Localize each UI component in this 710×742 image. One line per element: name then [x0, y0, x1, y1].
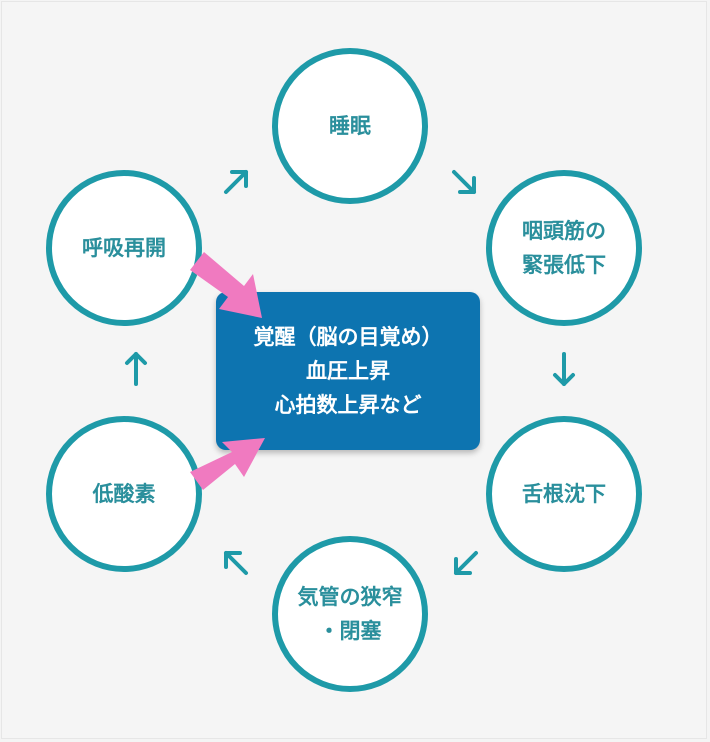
node-pharynx-label-1: 咽頭筋の — [522, 219, 606, 243]
arrow-sleep-to-pharynx — [452, 170, 476, 194]
arrow-hypoxia-to-breathing — [125, 352, 147, 386]
center-label-3: 心拍数上昇など — [274, 393, 422, 417]
node-airway-label-1: 気管の狭窄 — [297, 585, 403, 609]
pink-arrow-from-hypoxia — [190, 438, 265, 490]
arrow-airway-to-hypoxia — [224, 551, 248, 575]
node-pharynx-relaxation: 咽頭筋の 緊張低下 — [486, 170, 642, 326]
node-hypoxia-label: 低酸素 — [92, 482, 156, 506]
node-breathing-resumes: 呼吸再開 — [46, 170, 202, 326]
node-pharynx-label-2: 緊張低下 — [522, 253, 606, 277]
node-airway-label-2: ・閉塞 — [318, 619, 382, 643]
arrow-pharynx-to-tongue — [553, 352, 575, 386]
pink-arrow-from-breathing — [190, 252, 262, 318]
center-label-1: 覚醒（脳の目覚め） — [253, 325, 443, 349]
node-breathing-label: 呼吸再開 — [82, 236, 166, 260]
node-hypoxia: 低酸素 — [46, 416, 202, 572]
center-arousal-box: 覚醒（脳の目覚め） 血圧上昇 心拍数上昇など — [216, 292, 480, 450]
arrow-breathing-to-sleep — [224, 170, 248, 194]
arrow-tongue-to-airway — [454, 551, 478, 575]
node-tongue-fall: 舌根沈下 — [486, 416, 642, 572]
node-tongue-label: 舌根沈下 — [522, 482, 606, 506]
node-sleep-label: 睡眠 — [329, 114, 371, 138]
center-label-2: 血圧上昇 — [306, 359, 390, 383]
node-airway-obstruction: 気管の狭窄 ・閉塞 — [272, 536, 428, 692]
node-sleep: 睡眠 — [272, 48, 428, 204]
